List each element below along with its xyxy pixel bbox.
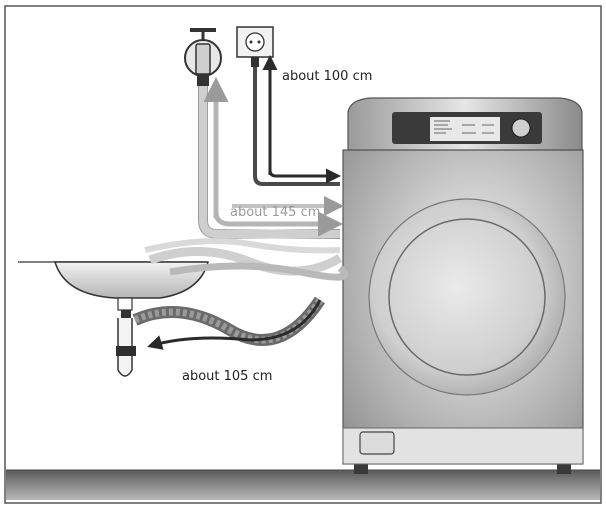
program-labels xyxy=(430,117,500,141)
inlet-length-arrow xyxy=(213,211,343,237)
drain-hose-top xyxy=(144,238,341,254)
filter-flap xyxy=(359,431,395,455)
power-cable-highlight xyxy=(259,67,340,181)
inlet-length-label: about 145 cm xyxy=(230,205,320,220)
machine-foot-right xyxy=(557,462,571,474)
machine-door-inner xyxy=(388,218,546,376)
program-knob-icon xyxy=(511,118,531,138)
floor xyxy=(6,469,600,500)
drain-length-label: about 105 cm xyxy=(182,369,272,384)
power-length-label: about 100 cm xyxy=(282,69,372,84)
washing-machine xyxy=(342,97,584,474)
drain-hose-middle xyxy=(169,262,349,281)
inlet-hose-body xyxy=(199,86,340,238)
drain-length-arrow xyxy=(147,299,322,350)
drain-hose-upper xyxy=(148,246,343,276)
sink xyxy=(18,261,209,377)
machine-door-outer xyxy=(368,198,566,396)
power-socket-icon xyxy=(236,26,274,67)
water-tap-icon xyxy=(184,28,222,86)
machine-foot-left xyxy=(354,462,368,474)
power-cable xyxy=(253,67,340,186)
